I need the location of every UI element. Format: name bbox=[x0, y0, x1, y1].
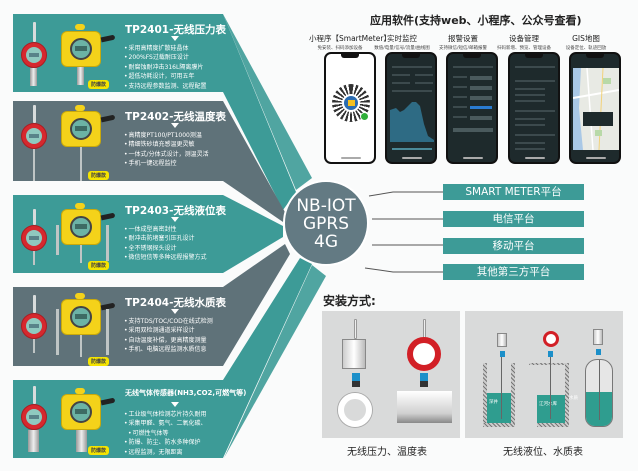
product-title: TP2402-无线温度表 bbox=[125, 111, 226, 123]
explosion-proof-badge: 防爆款 bbox=[88, 261, 110, 270]
feature-list: 支持TDS/TOC/COD在线式检测 采用双检测通道采样设计 自动温度补偿，更高… bbox=[124, 317, 213, 355]
explosion-proof-badge: 防爆款 bbox=[88, 171, 110, 180]
app-name: 小程序【SmartMeter】 bbox=[309, 34, 391, 43]
install-pressure-temperature bbox=[322, 311, 460, 438]
product-title: TP2403-无线液位表 bbox=[125, 205, 226, 217]
explosion-proof-badge: 防爆款 bbox=[88, 357, 110, 366]
network-hub: NB-IOT GPRS 4G bbox=[283, 180, 369, 266]
phone-alarm-settings[interactable] bbox=[446, 52, 498, 164]
hub-line-4g: 4G bbox=[314, 232, 338, 252]
installation-title: 安装方式: bbox=[323, 294, 376, 308]
feature-item: 高精度PT100/PT1000测温 bbox=[124, 131, 209, 140]
triangle-down-icon bbox=[171, 402, 179, 407]
platform-third-party[interactable]: 其他第三方平台 bbox=[443, 264, 584, 280]
app-gis-map[interactable]: GIS地图 设备定位、轨迹回放 bbox=[555, 33, 617, 51]
app-alarm-settings[interactable]: 报警设置 支持微信/短信/邮箱报警 bbox=[432, 33, 494, 51]
install-caption-pressure: 无线压力、温度表 bbox=[347, 447, 427, 458]
product-panel-tp2403[interactable]: 防爆款 TP2403-无线液位表 一体成型高密封性 耐冲击防堵塞引压孔设计 全不… bbox=[13, 195, 226, 273]
feature-item: 微信短信等多种远程报警方式 bbox=[124, 253, 207, 262]
product-title: TP2401-无线压力表 bbox=[125, 24, 226, 36]
feature-item: 手机、电脑远程监测水质信息 bbox=[124, 345, 213, 354]
water-quality-label: 水质 bbox=[569, 396, 578, 401]
feature-list: 高精度PT100/PT1000测温 精细铁砂填充感温更灵敏 一体式/分体式设计，… bbox=[124, 131, 209, 169]
app-realtime-monitor[interactable]: 实时监控 数值/电量/信号/流量/曲线图 bbox=[371, 33, 433, 51]
feature-item: 精细铁砂填充感温更灵敏 bbox=[124, 140, 209, 149]
feature-item: 采用双检测通道采样设计 bbox=[124, 326, 213, 335]
feature-item: 可燃性气体等 bbox=[124, 429, 207, 438]
feature-item: 全不锈钢探头设计 bbox=[124, 244, 207, 253]
explosion-proof-badge: 防爆款 bbox=[88, 446, 110, 455]
app-desc: 支持微信/短信/邮箱报警 bbox=[438, 46, 488, 51]
app-device-management[interactable]: 设备管理 扫码新增、预览、管理设备 bbox=[493, 33, 555, 51]
app-desc: 设备定位、轨迹回放 bbox=[565, 46, 607, 51]
product-panel-tp2401[interactable]: 防爆款 TP2401-无线压力表 采用高精度扩散硅晶体 200%FS过载耐压设计… bbox=[13, 14, 226, 92]
wechat-icon bbox=[360, 112, 369, 121]
platform-telecom[interactable]: 电信平台 bbox=[443, 211, 584, 227]
triangle-down-icon bbox=[171, 123, 179, 128]
platform-mobile[interactable]: 移动平台 bbox=[443, 238, 584, 254]
app-desc: 数值/电量/信号/流量/曲线图 bbox=[374, 46, 430, 51]
feature-item: 支持TDS/TOC/COD在线式检测 bbox=[124, 317, 213, 326]
feature-item: 自动温度补偿，更高精度测量 bbox=[124, 336, 213, 345]
feature-item: 耐冲击防堵塞引压孔设计 bbox=[124, 234, 207, 243]
product-panel-gas-sensor[interactable]: 防爆款 无线气体传感器(NH3,CO2,可燃气等) 工业级气体检测芯片持久耐用 … bbox=[13, 380, 246, 458]
feature-list: 一体成型高密封性 耐冲击防堵塞引压孔设计 全不锈钢探头设计 微信短信等多种远程报… bbox=[124, 225, 207, 263]
feature-list: 采用高精度扩散硅晶体 200%FS过载耐压设计 耐腐蚀耐冲击316L隔离膜片 超… bbox=[124, 44, 207, 91]
install-caption-level: 无线液位、水质表 bbox=[503, 447, 583, 458]
app-name: GIS地图 bbox=[572, 34, 600, 43]
feature-item: 工业级气体检测芯片持久耐用 bbox=[124, 410, 207, 419]
feature-item: 采用高精度扩散硅晶体 bbox=[124, 44, 207, 53]
triangle-down-icon bbox=[171, 309, 179, 314]
product-title: 无线气体传感器(NH3,CO2,可燃气等) bbox=[125, 389, 247, 397]
hub-line-gprs: GPRS bbox=[302, 214, 350, 234]
feature-list: 工业级气体检测芯片持久耐用 采集甲醛、氨气、二氧化碳、 可燃性气体等 防爆、防尘… bbox=[124, 410, 207, 457]
product-title: TP2404-无线水质表 bbox=[125, 297, 226, 309]
feature-item: 防爆、防尘、防水多种保护 bbox=[124, 438, 207, 447]
feature-item: 耐腐蚀耐冲击316L隔离膜片 bbox=[124, 63, 207, 72]
feature-item: 超低功耗设计，可用五年 bbox=[124, 72, 207, 81]
river-reservoir-label: 江河水库 bbox=[537, 395, 565, 423]
phone-realtime-monitor[interactable] bbox=[385, 52, 437, 164]
explosion-proof-badge: 防爆款 bbox=[88, 80, 110, 89]
install-level-quality: 深井 江河水库 水质 bbox=[465, 311, 623, 438]
triangle-down-icon bbox=[171, 217, 179, 222]
phone-device-management[interactable] bbox=[508, 52, 560, 164]
feature-item: 一体式/分体式设计，测温灵活 bbox=[124, 150, 209, 159]
feature-item: 一体成型高密封性 bbox=[124, 225, 207, 234]
platform-smart-meter[interactable]: SMART METER平台 bbox=[443, 184, 584, 200]
triangle-down-icon bbox=[171, 36, 179, 41]
hub-line-nbiot: NB-IOT bbox=[296, 196, 356, 216]
phone-qr-code[interactable] bbox=[324, 52, 376, 164]
feature-item: 采集甲醛、氨气、二氧化碳、 bbox=[124, 419, 207, 428]
deep-well-label: 深井 bbox=[487, 393, 511, 423]
phone-gis-map[interactable] bbox=[569, 52, 621, 164]
product-panel-tp2404[interactable]: 防爆款 TP2404-无线水质表 支持TDS/TOC/COD在线式检测 采用双检… bbox=[13, 287, 226, 366]
app-desc: 免安装、扫码添加设备 bbox=[317, 46, 363, 51]
area-chart bbox=[390, 102, 434, 142]
feature-item: 200%FS过载耐压设计 bbox=[124, 53, 207, 62]
map-view bbox=[572, 67, 619, 151]
app-name: 报警设置 bbox=[448, 34, 478, 43]
software-title: 应用软件(支持web、小程序、公众号查看) bbox=[370, 14, 582, 27]
app-name: 设备管理 bbox=[509, 34, 539, 43]
app-desc: 扫码新增、预览、管理设备 bbox=[497, 46, 551, 51]
feature-item: 支持远程参数监测、远程配置 bbox=[124, 82, 207, 91]
feature-item: 手机一键远程监控 bbox=[124, 159, 209, 168]
feature-item: 远程监测，无限距离 bbox=[124, 448, 207, 457]
product-panel-tp2402[interactable]: 防爆款 TP2402-无线温度表 高精度PT100/PT1000测温 精细铁砂填… bbox=[13, 101, 226, 181]
app-mini-program[interactable]: 小程序【SmartMeter】 免安装、扫码添加设备 bbox=[309, 33, 391, 51]
app-name: 实时监控 bbox=[387, 34, 417, 43]
